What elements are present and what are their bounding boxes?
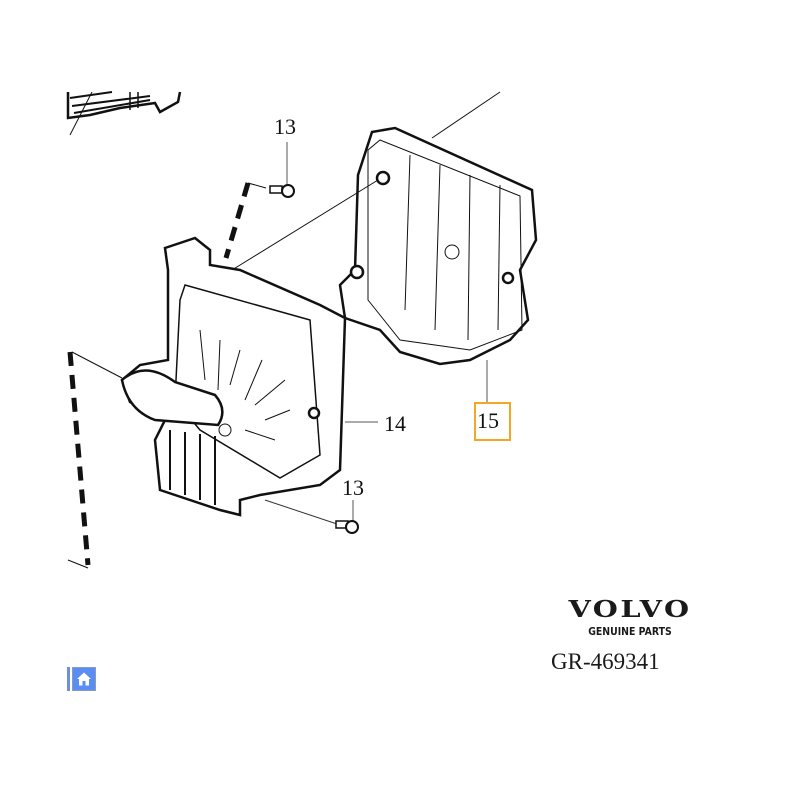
home-button[interactable]: [72, 667, 96, 691]
adjacent-component-fragment: [66, 91, 182, 136]
dashed-reference-lines: [67, 182, 251, 566]
diagram-reference-number: GR-469341: [551, 649, 660, 674]
navigation-bar: [67, 666, 96, 692]
volvo-logo: VOLVO GENUINE PARTS: [560, 596, 700, 638]
callout-15[interactable]: 15: [477, 408, 499, 433]
callout-14[interactable]: 14: [384, 411, 406, 436]
brand-name: VOLVO: [568, 596, 692, 623]
part-14-housing: [120, 236, 347, 517]
bolt-13-top: [269, 142, 295, 198]
callout-13-bottom[interactable]: 13: [342, 475, 364, 500]
callout-15-highlight[interactable]: 15: [474, 402, 511, 441]
home-icon: [77, 672, 91, 686]
leader-line: [247, 182, 267, 189]
brand-subtitle: GENUINE PARTS: [588, 625, 672, 638]
nav-separator: [67, 667, 70, 691]
bolt-13-bottom: [264, 499, 359, 534]
callout-13-top[interactable]: 13: [274, 114, 296, 139]
part-15-cover: [231, 91, 538, 366]
leader-line: [71, 351, 123, 379]
leader-line: [67, 559, 89, 569]
